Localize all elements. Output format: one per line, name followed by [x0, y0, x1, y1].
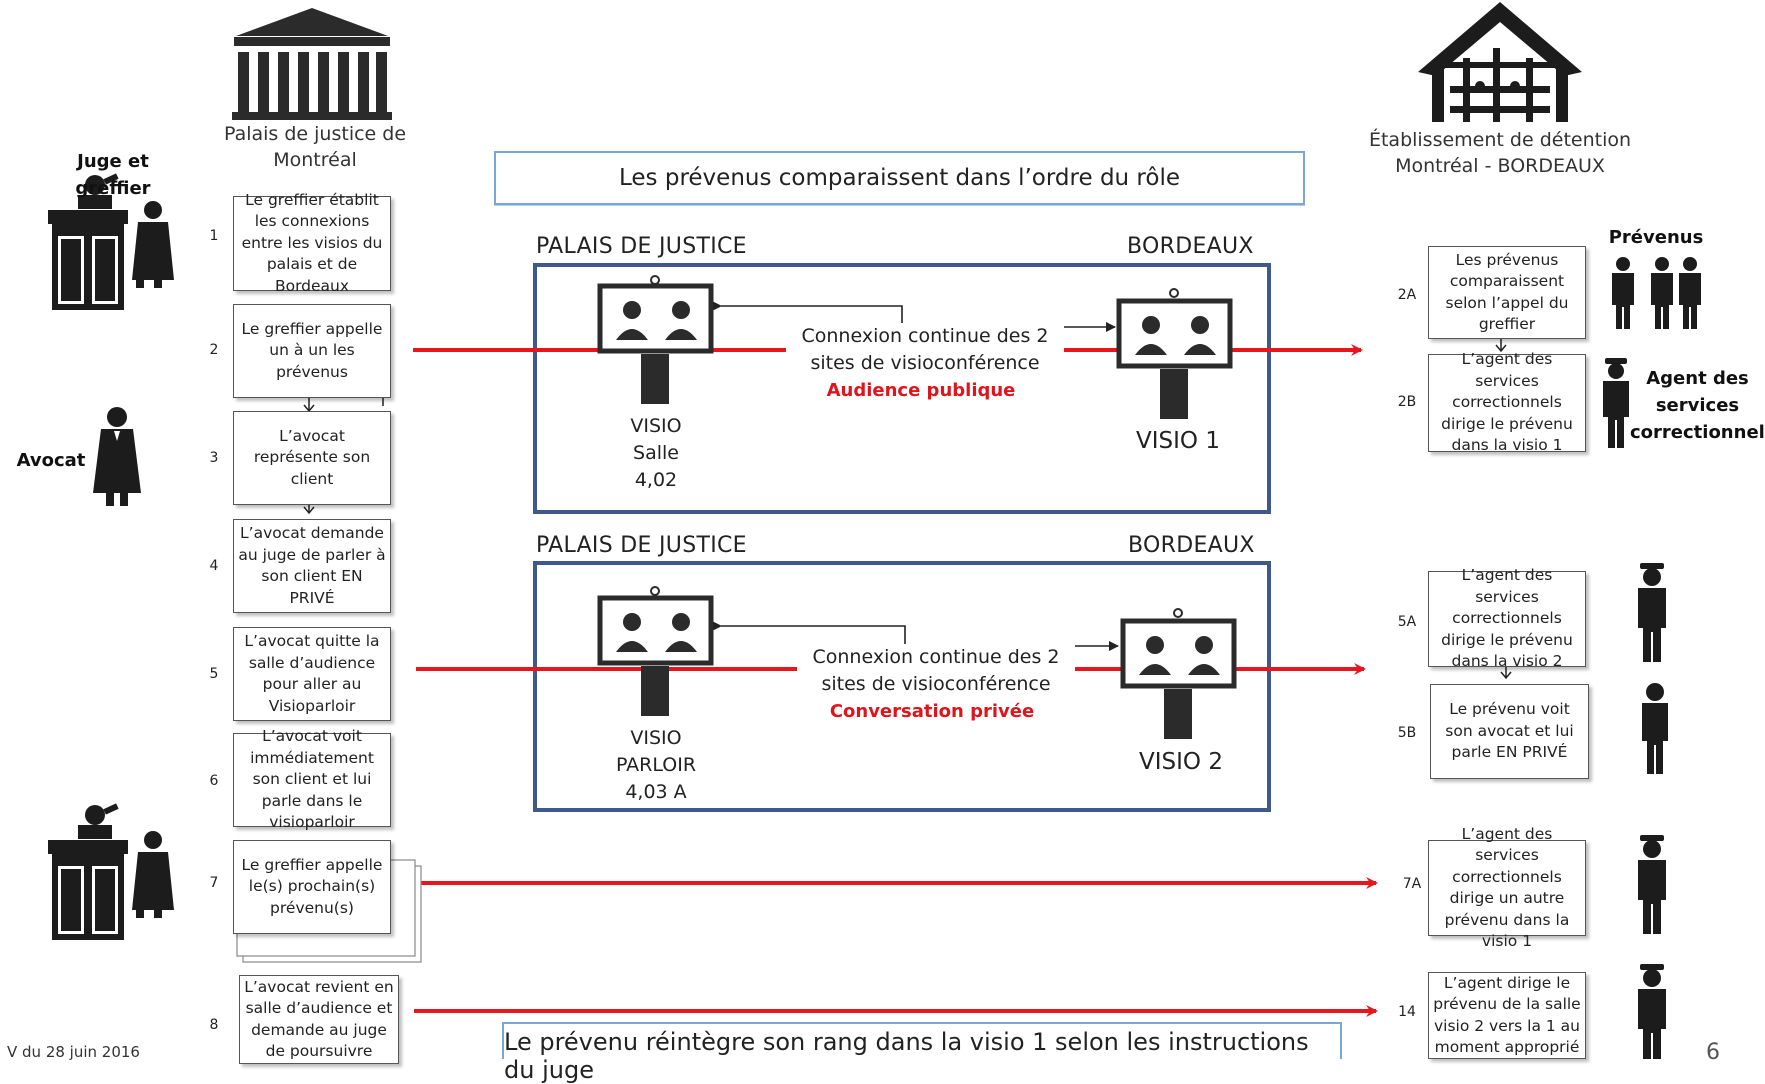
judge-clerk-icon-bottom — [48, 803, 174, 940]
agent-icon-1 — [1603, 358, 1629, 448]
step-number: 1 — [209, 228, 219, 244]
agent-icon-4 — [1638, 964, 1666, 1059]
panel-private-conversation — [533, 561, 1271, 812]
connection-arrow-panel2 — [712, 621, 1119, 651]
step-number: 14 — [1398, 1004, 1416, 1020]
step-box-7a: L’agent des services correctionnels diri… — [1428, 825, 1586, 950]
step-number: 2 — [209, 342, 219, 358]
accused-label: Prévenus — [1608, 227, 1704, 248]
agent-label-line2: services — [1655, 395, 1740, 416]
agent-label: Agent des services correctionnels — [1630, 365, 1765, 446]
agent-icon-3 — [1638, 835, 1666, 934]
panel2-connection-text: Connexion continue des 2 sites de visioc… — [797, 644, 1075, 698]
step-box-2b: L’agent des services correctionnels diri… — [1428, 350, 1586, 454]
agent-label-line1: Agent des — [1646, 368, 1749, 389]
step-number: 7 — [209, 875, 219, 891]
panel-public-hearing — [533, 263, 1271, 514]
step-box-4: L’avocat demande au juge de parler à son… — [233, 519, 391, 613]
step-box-3: L’avocat représente son client — [233, 411, 391, 505]
panel2-connection-type: Conversation privée — [829, 701, 1035, 722]
connection-line: Connexion continue des 2 — [801, 325, 1049, 347]
screen-label-line: 4,02 — [634, 469, 678, 491]
step-number: 4 — [209, 558, 219, 574]
panel2-right-screen-label: VISIO 2 — [1139, 749, 1223, 775]
bottom-banner: Le prévenu réintègre son rang dans la vi… — [502, 1022, 1342, 1084]
screen-label-line: PARLOIR — [615, 754, 697, 776]
step-number: 5 — [209, 666, 219, 682]
panel1-connection-text: Connexion continue des 2 sites de visioc… — [786, 323, 1064, 377]
panel1-left-screen-label: VISIO Salle 4,02 — [600, 413, 712, 494]
step-box-2a: Les prévenus comparaissent selon l’appel… — [1428, 246, 1586, 339]
step-number: 3 — [209, 450, 219, 466]
step-box-2: Le greffier appelle un à un les prévenus — [233, 304, 391, 398]
panel1-right-title: BORDEAUX — [1127, 234, 1254, 259]
step-box-1: Le greffier établit les connexions entre… — [233, 191, 391, 295]
version-label: V du 28 juin 2016 — [7, 1043, 140, 1061]
step-box-5: L’avocat quitte la salle d’audience pour… — [233, 627, 391, 721]
connection-line: Connexion continue des 2 — [812, 646, 1060, 668]
agent-icon-2 — [1638, 563, 1666, 662]
step-number: 8 — [209, 1017, 219, 1033]
step-number: 5A — [1397, 614, 1417, 630]
top-banner: Les prévenus comparaissent dans l’ordre … — [494, 151, 1305, 205]
screen-label-line: Salle — [633, 442, 679, 464]
panel2-left-screen-label: VISIO PARLOIR 4,03 A — [595, 725, 717, 806]
judge-clerk-icon-top — [48, 173, 174, 310]
judge-clerk-label: Juge et greffier — [75, 151, 151, 199]
visio-screen-icon-salle — [597, 275, 714, 404]
screen-label-line: 4,03 A — [625, 781, 687, 803]
screen-label-line: VISIO — [630, 415, 682, 437]
panel2-left-title: PALAIS DE JUSTICE — [536, 533, 747, 558]
panel1-connection-type: Audience publique — [826, 380, 1016, 401]
step-box-6: L’avocat voit immédiatement son client e… — [233, 727, 391, 831]
courthouse-caption: Palais de justice de Montréal — [223, 123, 407, 171]
agent-label-line3: correctionnels — [1630, 422, 1765, 443]
detention-caption-line2: Montréal - BORDEAUX — [1395, 155, 1605, 177]
panel2-right-title: BORDEAUX — [1128, 533, 1255, 558]
step-box-5a: L’agent des services correctionnels diri… — [1428, 566, 1586, 670]
step-number: 7A — [1402, 876, 1422, 892]
visio-screen-icon-parloir — [597, 586, 714, 716]
detention-facility-icon — [1418, 2, 1582, 122]
step-number: 6 — [209, 773, 219, 789]
accused-persons-icon — [1612, 257, 1701, 329]
step-box-8: L’avocat revient en salle d’audience et … — [239, 975, 399, 1064]
panel1-left-title: PALAIS DE JUSTICE — [536, 234, 747, 259]
step-number: 2A — [1397, 287, 1417, 303]
detention-caption-line1: Établissement de détention — [1368, 129, 1632, 151]
step-box-14: L’agent dirige le prévenu de la salle vi… — [1428, 972, 1586, 1059]
visio-screen-icon-visio1 — [1116, 288, 1233, 419]
accused-icon-5b — [1642, 683, 1668, 774]
screen-label-line: VISIO — [630, 727, 682, 749]
step-box-5b: Le prévenu voit son avocat et lui parle … — [1430, 684, 1589, 779]
lawyer-icon — [93, 407, 141, 506]
step-number: 5B — [1397, 725, 1417, 741]
connection-line: sites de visioconférence — [821, 673, 1051, 695]
panel1-right-screen-label: VISIO 1 — [1136, 428, 1220, 454]
visio-screen-icon-visio2 — [1120, 608, 1237, 739]
page-number: 6 — [1706, 1040, 1720, 1065]
courthouse-icon — [232, 8, 392, 120]
step-box-7: Le greffier appelle le(s) prochain(s) pr… — [233, 840, 391, 934]
lawyer-label: Avocat — [16, 450, 86, 471]
connection-line: sites de visioconférence — [810, 352, 1040, 374]
step-number: 2B — [1397, 394, 1417, 410]
